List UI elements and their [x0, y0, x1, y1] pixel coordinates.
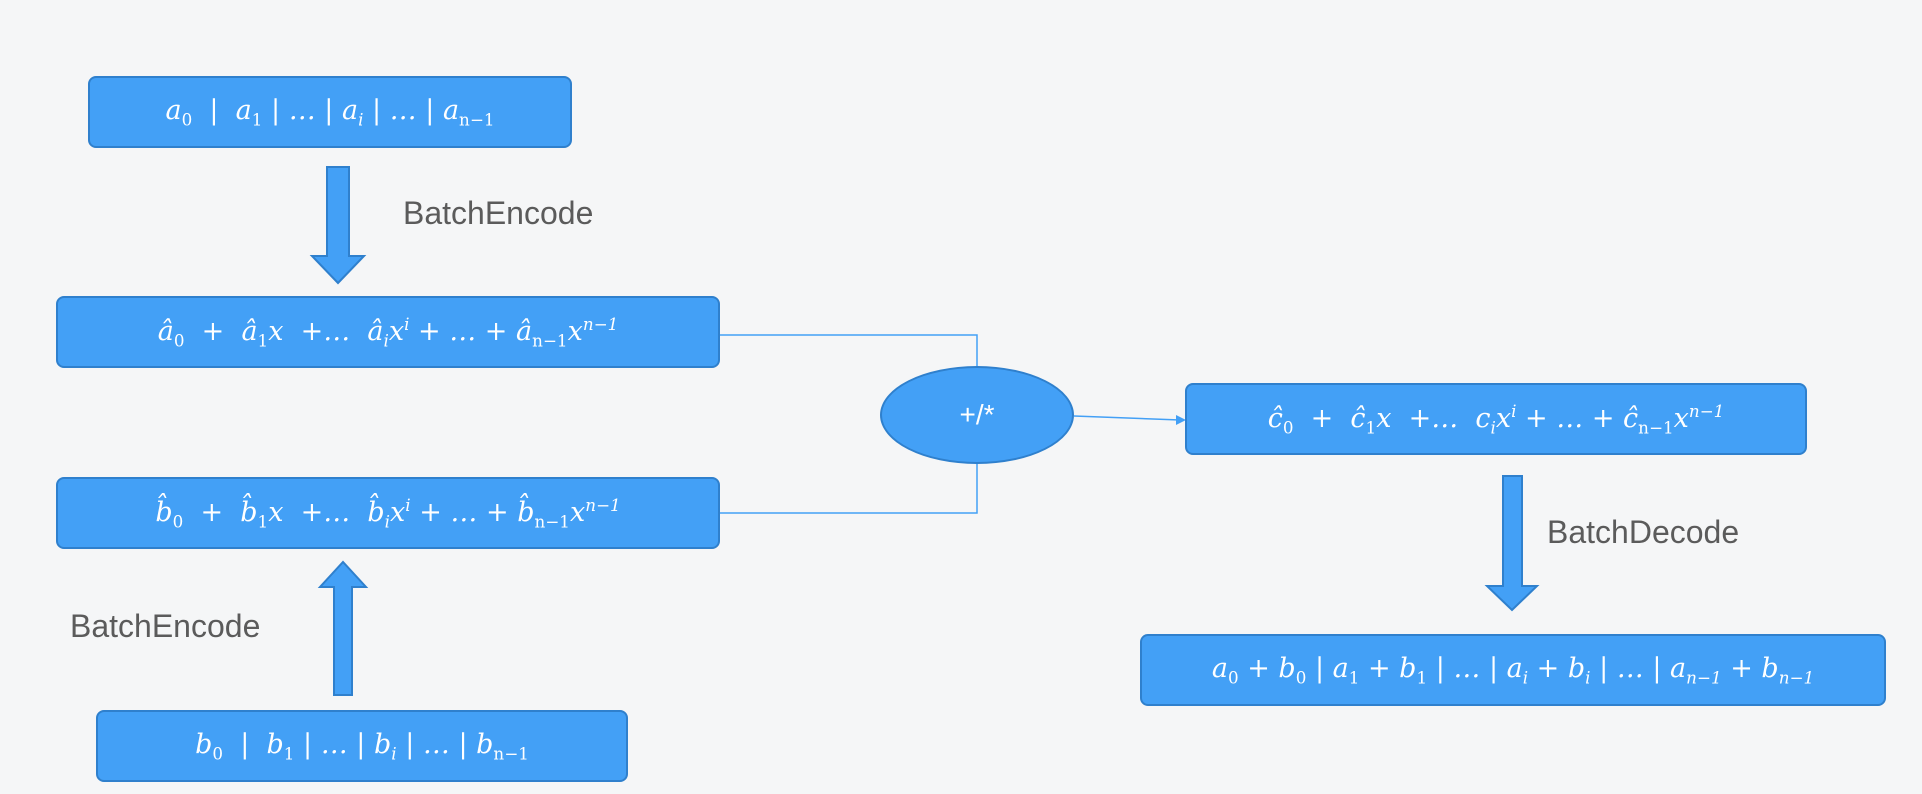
b-vector-box: b0 | b1 | … | bi | … | bn−1 b0 | b1 | … … [96, 710, 628, 782]
operator-oval: +/* [880, 366, 1074, 464]
encode-arrow-down [309, 166, 367, 285]
a-vector-box: a0 | a1 | … | ai | … | an−1 a0 | a1 | … … [88, 76, 572, 148]
b-poly-box: b̂0 + b̂1x +… b̂ixi + … + b̂n−1xn−1 b̂0 … [56, 477, 720, 549]
connector-arrowhead [1176, 415, 1186, 425]
batch-encode-label-bottom: BatchEncode [70, 608, 261, 644]
c-poly-box: ĉ0 + ĉ1x +… cixi + … + ĉn−1xn−1 ĉ0 + ĉ1x… [1185, 383, 1807, 455]
batch-encode-label-top: BatchEncode [403, 195, 594, 231]
connector-operator-c [1073, 415, 1181, 421]
connector-b-poly [720, 464, 978, 514]
batch-decode-label: BatchDecode [1547, 514, 1740, 550]
encode-arrow-up [317, 560, 369, 696]
connector-a-poly [720, 334, 978, 366]
result-vector-box: a0 + b0 | a1 + b1 | … | ai + bi | … | an… [1140, 634, 1886, 706]
a-poly-box: â0 + â1x +… âixi + … + ân−1xn−1 â0 + â1x… [56, 296, 720, 368]
decode-arrow-down [1484, 475, 1540, 612]
